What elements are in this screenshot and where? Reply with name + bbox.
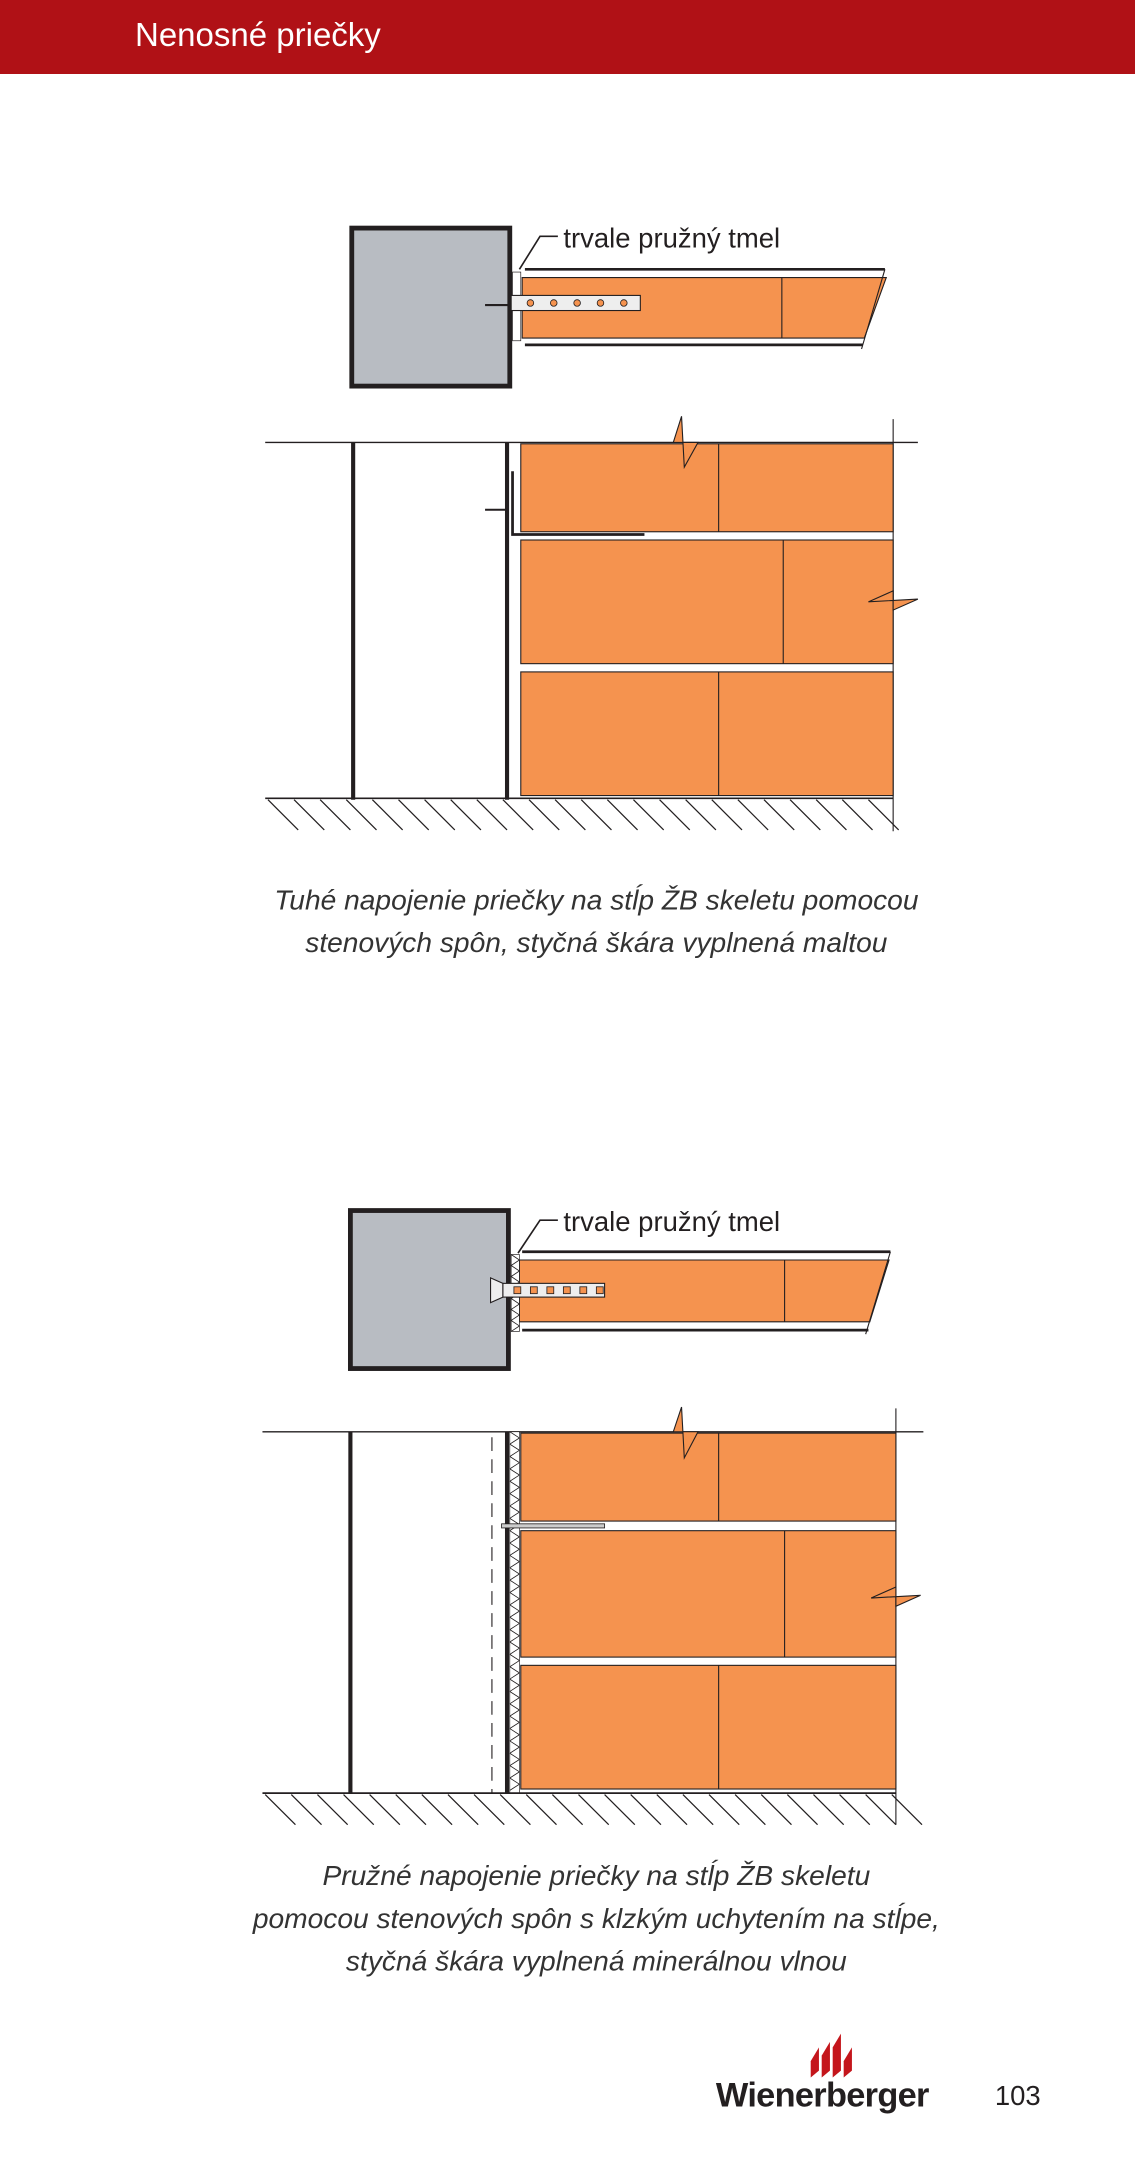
tie-hole: [546, 1286, 555, 1295]
hatch-line: [760, 1794, 792, 1826]
sealant-label: trvale pružný tmel: [563, 1206, 780, 1237]
hatch-line: [398, 799, 430, 831]
caption-line: stenových spôn, styčná škára vyplnená ma…: [305, 927, 888, 958]
tie-hole: [595, 1286, 604, 1295]
label-leader: [517, 1219, 558, 1254]
brick: [520, 539, 894, 665]
figure-1: trvale pružný tmel Tuhé napojenie priečk…: [265, 222, 919, 958]
hatch-line: [604, 1794, 636, 1826]
page-header: Nenosné priečky: [0, 0, 1135, 74]
hatch-line: [290, 1794, 322, 1826]
hatch-line: [551, 1794, 584, 1826]
hatch-line: [708, 1794, 740, 1826]
hatch-line: [371, 799, 404, 831]
hatch-line: [343, 1794, 375, 1826]
break-mark: [672, 416, 699, 470]
tie-hole: [573, 299, 581, 307]
hatch-line: [554, 799, 586, 831]
plan-view-2: trvale pružný tmel: [347, 1206, 891, 1371]
hatch-line: [891, 1794, 923, 1826]
hatch-line: [606, 799, 639, 831]
hatch-line: [450, 799, 482, 831]
hatch-line: [369, 1794, 401, 1826]
hatch-line: [316, 1794, 349, 1826]
figure-2: trvale pružný tmel Pružné napojenie prie…: [252, 1206, 940, 1976]
hatch-line: [789, 799, 821, 831]
caption-line: Tuhé napojenie priečky na stĺp ŽB skelet…: [274, 885, 919, 916]
label-leader: [518, 235, 558, 270]
hatch-line: [734, 1794, 766, 1826]
brick: [520, 1432, 897, 1522]
hatch-line: [865, 1794, 897, 1826]
tie-hole: [620, 299, 628, 307]
break-mark: [870, 1586, 921, 1608]
hatch-line: [293, 799, 325, 831]
hatch-line: [578, 1794, 610, 1826]
ground-hatching: [267, 799, 900, 831]
hatch-line: [424, 799, 456, 831]
hatch-line: [711, 799, 743, 831]
hatch-line: [737, 799, 769, 831]
concrete-column: [349, 225, 513, 389]
brick: [520, 671, 894, 797]
tie-hole: [526, 299, 535, 307]
sealant-label: trvale pružný tmel: [563, 222, 780, 253]
break-mark: [868, 589, 919, 611]
tie-hole: [550, 299, 558, 307]
tie-hole: [596, 299, 605, 307]
brick: [520, 1530, 897, 1658]
caption-line: Pružné napojenie priečky na stĺp ŽB skel…: [322, 1860, 870, 1891]
hatch-line: [476, 799, 508, 831]
hatch-line: [502, 799, 534, 831]
hatch-line: [815, 799, 847, 831]
wienerberger-logo: Wienerberger: [716, 2033, 930, 2114]
hatch-line: [659, 799, 691, 831]
hatch-line: [267, 799, 299, 831]
ground-hatching: [264, 1794, 923, 1826]
hatch-line: [841, 799, 873, 831]
hatch-line: [345, 799, 377, 831]
hatch-line: [580, 799, 612, 831]
logo-text: Wienerberger: [716, 2076, 929, 2114]
brick: [520, 1664, 897, 1790]
hatch-line: [447, 1794, 479, 1826]
hatch-line: [473, 1794, 505, 1826]
wall-tie: [501, 1523, 606, 1529]
page-number: 103: [995, 2080, 1041, 2111]
hatch-line: [685, 799, 717, 831]
hatch-line: [813, 1794, 845, 1826]
hatch-line: [633, 799, 665, 831]
hatch-line: [499, 1794, 531, 1826]
caption-line: pomocou stenových spôn s klzkým uchytení…: [252, 1903, 940, 1934]
hatch-line: [763, 799, 795, 831]
concrete-column: [347, 1208, 511, 1371]
wall-tie: [511, 471, 645, 536]
page-title: Nenosné priečky: [135, 16, 381, 53]
tie-hole: [562, 1286, 571, 1295]
hatch-line: [395, 1794, 427, 1826]
hatch-line: [421, 1794, 453, 1826]
hatch-line: [656, 1794, 688, 1826]
break-mark: [672, 1406, 699, 1460]
tie-hole: [579, 1286, 588, 1295]
elevation-view-2: [262, 1406, 924, 1826]
hatch-line: [786, 1794, 819, 1826]
hatch-line: [682, 1794, 714, 1826]
tie-holes: [513, 1286, 604, 1295]
hatch-line: [839, 1794, 871, 1826]
hatch-line: [525, 1794, 557, 1826]
hatch-line: [630, 1794, 662, 1826]
caption-line: styčná škára vyplnená minerálnou vlnou: [346, 1945, 847, 1976]
tie-hole: [513, 1286, 522, 1295]
hatch-line: [528, 799, 560, 831]
tie-hole: [529, 1286, 538, 1295]
plan-view-1: trvale pružný tmel: [349, 222, 888, 389]
hatch-line: [867, 799, 900, 831]
tie-holes: [526, 299, 628, 307]
elevation-view-1: [265, 416, 919, 832]
brick: [520, 443, 894, 533]
hatch-line: [319, 799, 351, 831]
hatch-line: [264, 1794, 296, 1826]
